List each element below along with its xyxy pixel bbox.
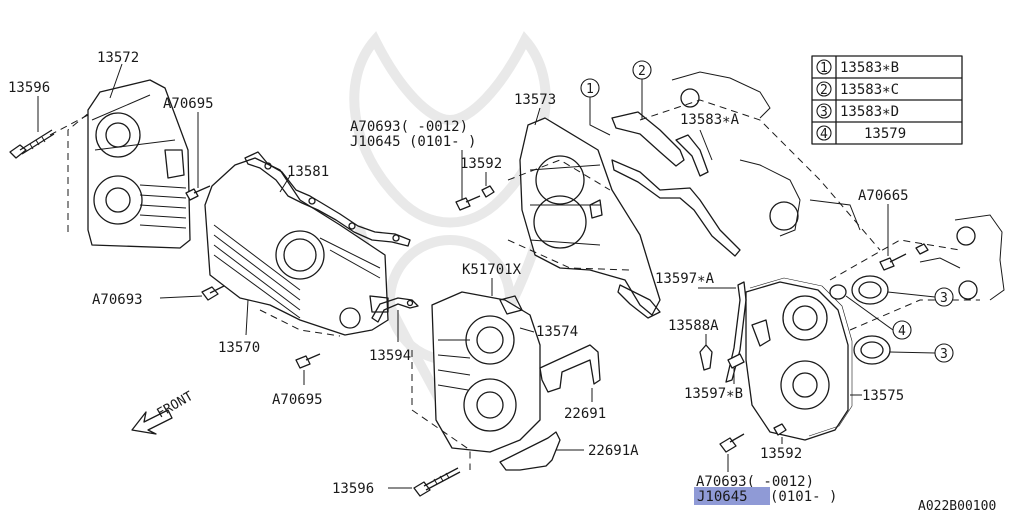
legend-num-3: 3 (820, 105, 828, 120)
label-13596-bottom: 13596 (332, 481, 374, 497)
bolt-a70693-bottom (719, 433, 745, 453)
leader-callout-3b (889, 351, 936, 354)
callout-2-text: 2 (638, 64, 646, 79)
seal-13579 (829, 284, 847, 300)
legend-num-1-icon (816, 59, 832, 75)
leader-a70693-left (159, 295, 203, 299)
engine-block-outline (671, 71, 861, 237)
seal-13588a (699, 344, 713, 371)
gasket-13597b (727, 319, 771, 369)
guide-13572-left (67, 111, 91, 232)
nut-13592-top (481, 185, 495, 198)
leader-callout-1 (589, 97, 611, 136)
label-13597b: 13597∗B (684, 386, 743, 402)
legend-part-1: 13583∗B (840, 60, 899, 76)
gasket-13594 (371, 297, 419, 323)
belt-cover-13574 (431, 291, 541, 453)
bracket-22691a (499, 431, 561, 471)
leader-13581 (279, 175, 291, 193)
label-13583a: 13583∗A (680, 112, 740, 128)
gasket-13583-group (611, 111, 741, 257)
label-j10645-bottom[interactable]: J10645 (697, 489, 748, 505)
label-k51701x: K51701X (462, 262, 522, 278)
label-a70693-mid: A70693( -0012) (350, 119, 468, 135)
leader-callout-4 (845, 295, 894, 331)
diagram-code: A022B00100 (918, 499, 996, 512)
label-a70693-bottom: A70693( -0012) (696, 474, 814, 490)
bolt-a70693-left (201, 285, 225, 301)
inner-cover-13570 (204, 157, 389, 336)
callout-3b-text: 3 (940, 347, 948, 362)
guide-13570 (259, 309, 341, 337)
guide-engine-top (639, 99, 881, 251)
legend-num-1: 1 (820, 61, 828, 76)
gasket-13597a (725, 281, 747, 383)
label-a70695-top: A70695 (163, 96, 214, 112)
highlight-j10645 (694, 487, 770, 505)
label-13581: 13581 (287, 164, 329, 180)
bolt-a70693-mid (455, 195, 481, 211)
leader-13573 (534, 107, 541, 126)
leader-13583a (699, 129, 713, 161)
leader-13572 (109, 63, 123, 99)
label-13588a: 13588A (668, 318, 719, 334)
gasket-13581 (244, 151, 411, 247)
callout-4-text: 4 (898, 324, 906, 339)
bolt-a70695-top (185, 185, 211, 201)
front-label: FRONT (155, 389, 197, 422)
legend-part-2: 13583∗C (840, 82, 899, 98)
guide-13574 (411, 350, 471, 470)
guide-13572-bolt (49, 114, 89, 136)
label-13574: 13574 (536, 324, 578, 340)
belt-cover-13575 (745, 277, 853, 441)
leader-13570 (245, 299, 249, 336)
engine-right-outline (919, 214, 1005, 301)
bolt-a70695-bottom (295, 353, 321, 369)
seal-13583d-lower (853, 335, 891, 365)
label-13592-top: 13592 (460, 156, 502, 172)
guide-seals (829, 239, 961, 281)
legend-part-4: 13579 (864, 126, 906, 142)
callout-1-text: 1 (586, 82, 594, 97)
legend-table: 1 13583∗B 2 13583∗C 3 13583∗D 4 13579 (811, 55, 963, 145)
label-13572: 13572 (97, 50, 139, 66)
label-a70665: A70665 (858, 188, 909, 204)
legend-num-3-icon (816, 103, 832, 119)
label-22691a: 22691A (588, 443, 639, 459)
leader-13574 (519, 327, 535, 333)
legend-num-4-icon (816, 125, 832, 141)
front-arrow-icon (131, 409, 173, 435)
guide-13573-bottom (507, 239, 631, 271)
label-13594: 13594 (369, 348, 411, 364)
seal-13583d-upper (851, 275, 889, 305)
label-13570: 13570 (218, 340, 260, 356)
bracket-22691 (539, 344, 601, 393)
label-22691: 22691 (564, 406, 606, 422)
callout-3a-text: 3 (940, 291, 948, 306)
leader-callout-3a (887, 291, 936, 298)
legend-part-3: 13583∗D (840, 104, 899, 120)
legend-num-2: 2 (820, 83, 828, 98)
guide-13573-top (507, 159, 611, 191)
belt-cover-13573 (519, 117, 661, 319)
nut-13592-bottom (773, 423, 787, 436)
legend-num-4: 4 (820, 127, 828, 142)
label-13597a: 13597∗A (655, 271, 715, 287)
label-13575: 13575 (862, 388, 904, 404)
legend-num-2-icon (816, 81, 832, 97)
label-13573: 13573 (514, 92, 556, 108)
bolt-a70665 (879, 243, 929, 271)
label-j10645-mid: J10645 (0101- ) (350, 134, 476, 150)
label-j10645-bottom-range: (0101- ) (770, 489, 837, 505)
label-a70695-bottom: A70695 (272, 392, 323, 408)
label-13592-bottom: 13592 (760, 446, 802, 462)
bolt-13596-bottom (413, 467, 461, 497)
guide-seals-2 (849, 299, 980, 331)
label-13596-top: 13596 (8, 80, 50, 96)
bolt-13596-top (9, 129, 55, 159)
label-a70693-left: A70693 (92, 292, 143, 308)
